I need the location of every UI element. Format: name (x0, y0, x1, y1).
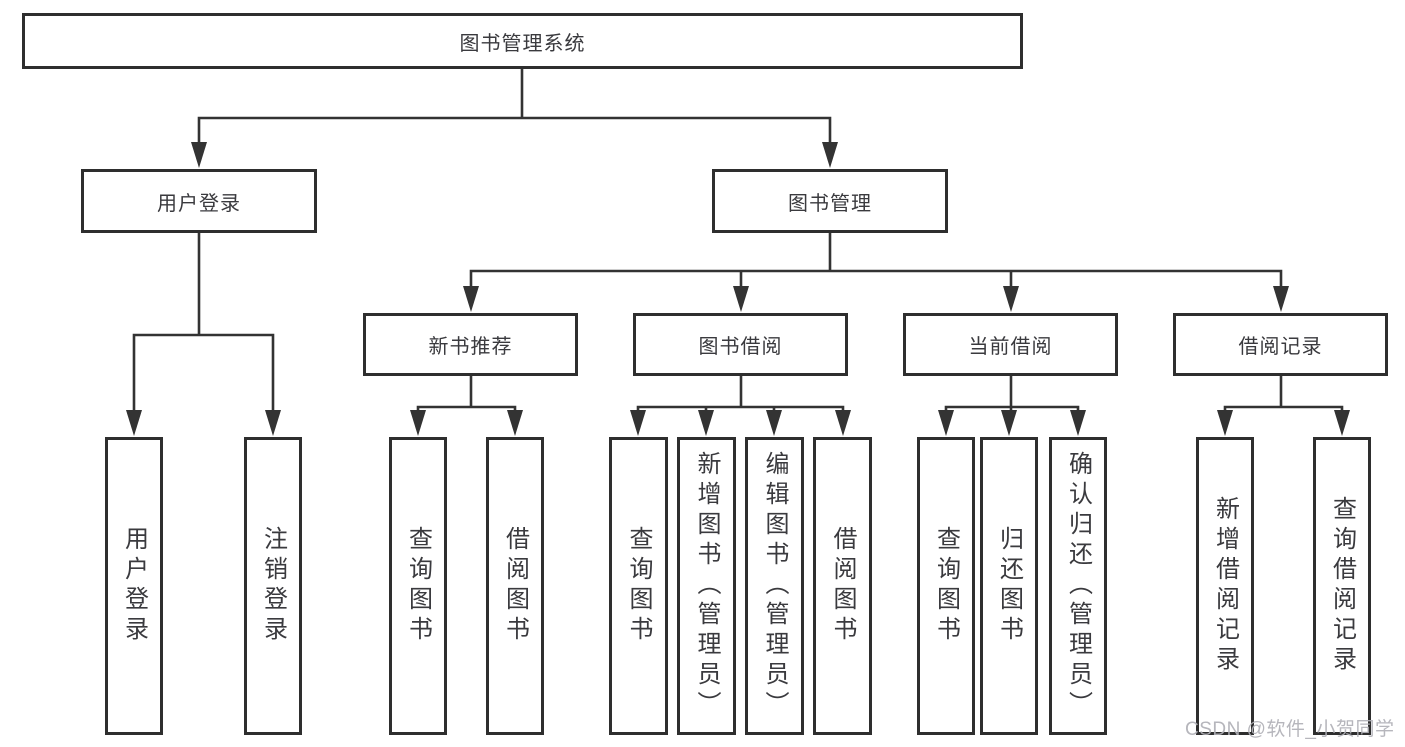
node-label: 图书管理系统 (459, 32, 586, 55)
node-label: 图书管理 (788, 192, 872, 215)
node-library-system: 图书管理系统 (22, 13, 1023, 69)
leaf-borrow-books-recommend: 借阅图书 (486, 437, 544, 735)
leaf-query-books-recommend: 查询图书 (389, 437, 447, 735)
leaf-query-borrow-record: 查询借阅记录 (1313, 437, 1371, 735)
node-label: 用户登录 (120, 526, 148, 646)
leaf-return-books: 归还图书 (980, 437, 1038, 735)
node-label: 注销登录 (259, 526, 287, 646)
node-label: 查询图书 (932, 526, 960, 646)
node-label: 当前借阅 (968, 336, 1053, 358)
leaf-confirm-return-admin: 确认归还（管理员） (1049, 437, 1107, 735)
node-label: 借阅图书 (829, 526, 856, 646)
node-label: 用户登录 (157, 192, 241, 215)
node-label: 图书借阅 (698, 336, 783, 358)
leaf-borrow-books: 借阅图书 (813, 437, 872, 735)
node-label: 新增借阅记录 (1211, 496, 1239, 676)
leaf-edit-book-admin: 编辑图书（管理员） (745, 437, 804, 735)
node-label: 新增图书（管理员） (693, 451, 720, 721)
node-label: 确认归还（管理员） (1064, 451, 1092, 721)
leaf-query-books-current: 查询图书 (917, 437, 975, 735)
node-new-book-recommend: 新书推荐 (363, 313, 578, 376)
node-borrow-records: 借阅记录 (1173, 313, 1388, 376)
leaf-add-borrow-record: 新增借阅记录 (1196, 437, 1254, 735)
node-label: 查询借阅记录 (1328, 496, 1356, 676)
csdn-watermark: CSDN @软件_小贺同学 (1185, 719, 1395, 740)
node-label: 查询图书 (625, 526, 652, 646)
node-user-login: 用户登录 (81, 169, 317, 233)
leaf-query-books-borrowing: 查询图书 (609, 437, 668, 735)
leaf-logout: 注销登录 (244, 437, 302, 735)
node-label: 借阅记录 (1238, 336, 1323, 358)
node-book-management: 图书管理 (712, 169, 948, 233)
node-current-borrowing: 当前借阅 (903, 313, 1118, 376)
node-label: 查询图书 (404, 526, 432, 646)
leaf-user-login: 用户登录 (105, 437, 163, 735)
node-label: 归还图书 (995, 526, 1023, 646)
leaf-add-book-admin: 新增图书（管理员） (677, 437, 736, 735)
node-label: 借阅图书 (501, 526, 529, 646)
node-book-borrowing: 图书借阅 (633, 313, 848, 376)
node-label: 新书推荐 (428, 336, 513, 358)
arrowheads (126, 142, 1350, 436)
node-label: 编辑图书（管理员） (761, 451, 788, 721)
